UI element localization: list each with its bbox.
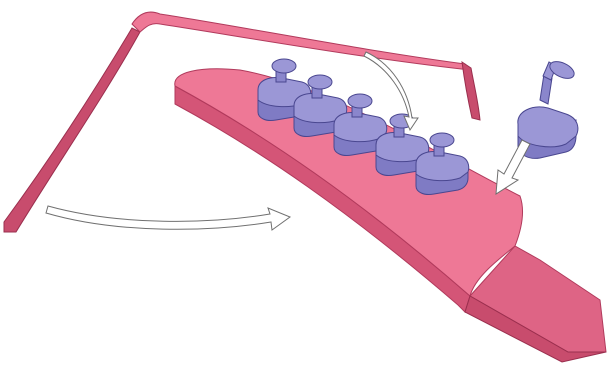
strap-top-band (131, 11, 472, 71)
strap-long-edge (3, 27, 141, 233)
tuning-peg (415, 132, 470, 195)
neck-side (464, 295, 607, 363)
curved-arrow (363, 51, 419, 132)
headstock-top (174, 68, 523, 297)
strap-ribbon (3, 11, 481, 233)
insert-arrow (495, 139, 531, 195)
rotate-arrow (45, 205, 292, 231)
tuning-peg (333, 93, 388, 156)
strap-end-fold (461, 60, 481, 121)
loose-tuning-peg (517, 61, 579, 159)
tuning-pegs (257, 58, 470, 195)
tuning-peg (293, 74, 348, 137)
neck (464, 245, 607, 363)
